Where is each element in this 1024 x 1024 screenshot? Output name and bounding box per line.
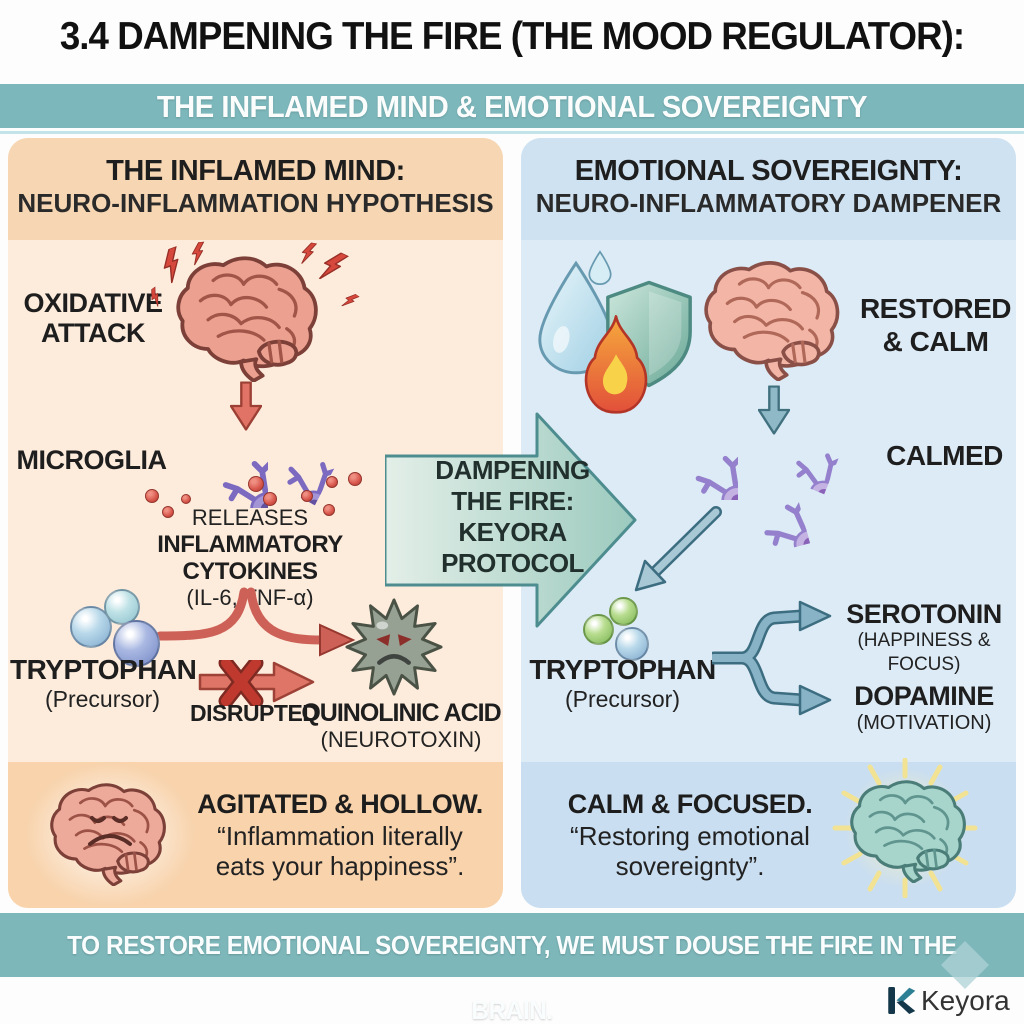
calm-brain-icon [698, 255, 856, 381]
left-footer-quote2: eats your happiness”. [215, 851, 465, 881]
center-arrow-text: DAMPENING THE FIRE: KEYORA PROTOCOL [420, 455, 605, 579]
tryptophan-molecule-icon [615, 627, 649, 661]
tryptophan-molecule-icon [609, 597, 638, 626]
keyora-logo-text: Keyora [921, 985, 1010, 1016]
quinolinic-block: QUINOLINIC ACID (NEUROTOXIN) [300, 700, 502, 753]
oxidative-line1: OXIDATIVE [23, 288, 163, 318]
water-drop-icon [538, 260, 614, 375]
center-arrow-line3: KEYORA [458, 517, 567, 547]
water-droplet-icon [588, 250, 612, 285]
center-arrow-line4: PROTOCOL [441, 548, 584, 578]
lightning-icon [190, 240, 207, 266]
right-tryptophan-block: TRYPTOPHAN (Precursor) [525, 654, 720, 712]
tryptophan-molecule-icon [113, 620, 160, 667]
center-arrow-line1: DAMPENING [435, 455, 590, 485]
right-footer-text: CALM & FOCUSED. “Restoring emotional sov… [530, 788, 850, 881]
center-arrow-line2: THE FIRE: [451, 486, 574, 516]
tryptophan-label: TRYPTOPHAN [529, 654, 716, 685]
cytokine-dot [145, 489, 159, 503]
right-footer-heading: CALM & FOCUSED. [567, 789, 813, 819]
restored-line1: RESTORED [859, 293, 1012, 324]
cytokine-dot [323, 504, 335, 516]
cytokine-dot [348, 472, 362, 486]
cytokine-dot [248, 476, 264, 492]
tryptophan-label: TRYPTOPHAN [10, 654, 197, 685]
left-panel-heading: THE INFLAMED MIND: NEURO-INFLAMMATION HY… [8, 154, 503, 218]
right-heading-line2: NEURO-INFLAMMATORY DAMPENER [535, 188, 1002, 218]
cytokine-dot [301, 490, 313, 502]
fire-icon [584, 315, 648, 414]
releases-line2: INFLAMMATORY CYTOKINES [157, 531, 343, 585]
disrupted-arrow-icon [198, 660, 315, 706]
cytokine-dot [326, 476, 338, 488]
serotonin-sub: (HAPPINESS & FOCUS) [857, 630, 991, 675]
right-footer-quote2: sovereignty”. [615, 851, 765, 881]
restored-line2: & CALM [882, 326, 989, 357]
subtitle-banner [0, 84, 1024, 128]
bottom-banner [0, 913, 1024, 977]
cytokine-dot [162, 506, 174, 518]
left-heading-line1: THE INFLAMED MIND: [106, 155, 405, 187]
right-footer-quote1: “Restoring emotional [570, 821, 810, 851]
center-protocol-arrow [385, 412, 637, 628]
inflamed-brain-icon [170, 250, 335, 382]
right-panel-header-band [521, 138, 1016, 240]
right-heading-line1: EMOTIONAL SOVEREIGNTY: [574, 155, 963, 187]
cytokine-dot [181, 494, 191, 504]
diagonal-arrow-icon [634, 506, 722, 592]
glowing-brain-icon [845, 775, 980, 883]
cytokine-fork-arrow-icon [155, 587, 356, 657]
releases-line1: RELEASES [191, 505, 309, 530]
divider-line [0, 131, 1024, 134]
tryptophan-sub: (Precursor) [564, 686, 680, 712]
dopamine-label: DOPAMINE [854, 681, 994, 711]
quinolinic-sub: (NEUROTOXIN) [320, 727, 482, 752]
quinolinic-label: QUINOLINIC ACID [301, 699, 501, 727]
oxidative-attack-label: OXIDATIVE ATTACK [18, 288, 168, 348]
left-tryptophan-block: TRYPTOPHAN (Precursor) [10, 654, 197, 712]
restored-calm-label: RESTORED & CALM [858, 292, 1013, 358]
disrupted-label: DISRUPTED [190, 700, 319, 726]
sad-face-icon [88, 816, 132, 846]
microglia-label: MICROGLIA [16, 445, 168, 475]
oxidative-line2: ATTACK [41, 318, 145, 348]
tryptophan-molecule-icon [583, 614, 614, 645]
left-footer-heading: AGITATED & HOLLOW. [197, 789, 483, 819]
tryptophan-sub: (Precursor) [44, 686, 160, 712]
dopamine-sub: (MOTIVATION) [856, 712, 992, 734]
serotonin-block: SEROTONIN (HAPPINESS & FOCUS) [828, 600, 1020, 677]
bottom-banner-text: TO RESTORE EMOTIONAL SOVEREIGNTY, WE MUS… [67, 930, 957, 1024]
page-title: 3.4 DAMPENING THE FIRE (THE MOOD REGULAT… [59, 15, 965, 58]
neurotoxin-virus-icon [345, 598, 443, 696]
fork-arrow-icon [712, 600, 832, 716]
left-heading-line2: NEURO-INFLAMMATION HYPOTHESIS [17, 188, 494, 218]
right-panel-heading: EMOTIONAL SOVEREIGNTY: NEURO-INFLAMMATOR… [521, 154, 1016, 218]
subtitle-banner-text: THE INFLAMED MIND & EMOTIONAL SOVEREIGNT… [156, 89, 868, 124]
keyora-logo-icon [888, 987, 916, 1014]
left-footer-text: AGITATED & HOLLOW. “Inflammation literal… [190, 788, 490, 881]
cytokine-dot [263, 492, 277, 506]
calmed-label: CALMED [886, 440, 1003, 471]
dopamine-block: DOPAMINE (MOTIVATION) [833, 682, 1015, 736]
left-panel-header-band [8, 138, 503, 240]
left-footer-quote1: “Inflammation literally [217, 821, 463, 851]
serotonin-label: SEROTONIN [846, 599, 1002, 629]
